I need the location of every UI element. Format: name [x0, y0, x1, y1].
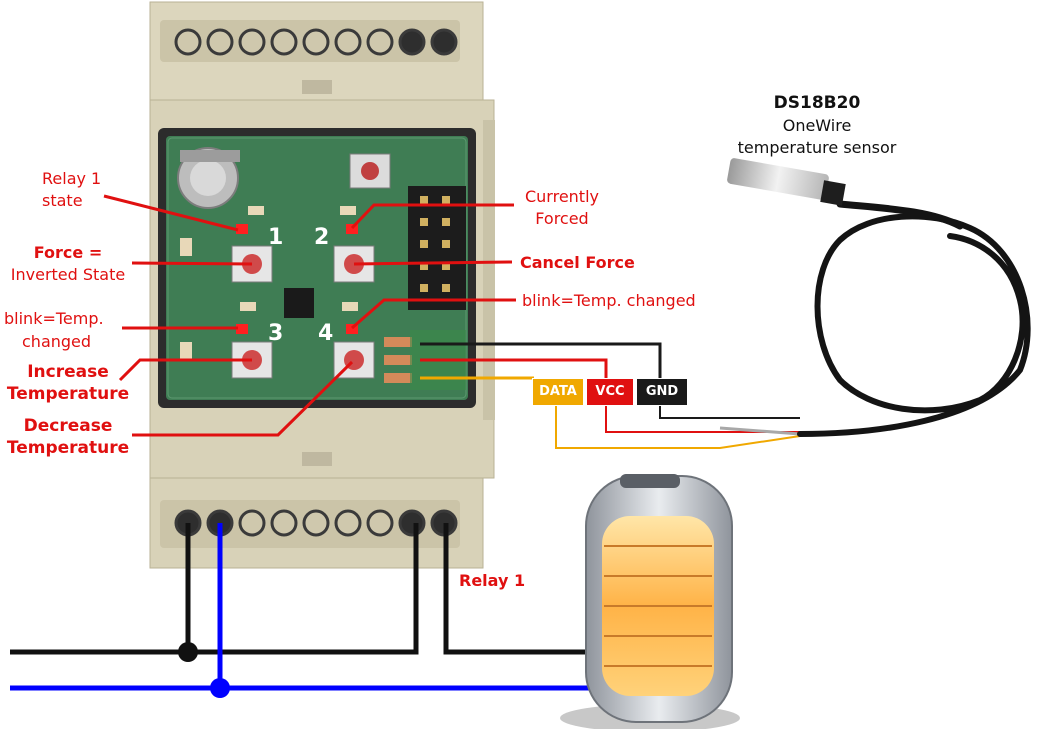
relay1-state-label-1: Relay 1	[42, 169, 102, 188]
sensor-title: DS18B20	[773, 93, 861, 113]
cancel-force-label: Cancel Force	[520, 253, 635, 272]
junction-dot-icon	[178, 642, 198, 662]
heater-icon	[560, 474, 740, 729]
increase-label-2: Temperature	[6, 384, 130, 404]
button-number-3: 3	[268, 321, 284, 346]
relay1-state-label-2: state	[42, 191, 83, 210]
sensor-wiring	[420, 342, 801, 449]
button-number-1: 1	[268, 225, 284, 250]
wire-tag-vcc: VCC	[586, 378, 634, 406]
wire-tag-data: DATA	[532, 378, 584, 406]
junction-dot-icon	[210, 678, 230, 698]
top-screw-terminal-icons	[174, 28, 458, 56]
sensor-subtitle-1: OneWire	[782, 116, 852, 135]
led-icon	[346, 224, 358, 234]
mains-wiring	[10, 523, 600, 691]
decrease-label-2: Temperature	[6, 438, 130, 458]
sensor-subtitle-2: temperature sensor	[737, 138, 897, 157]
blink-left-label-1: blink=Temp.	[4, 309, 104, 328]
button-number-4: 4	[318, 321, 334, 346]
blink-right-label: blink=Temp. changed	[522, 291, 696, 310]
currently-forced-label-2: Forced	[535, 209, 589, 228]
blink-left-label-2: changed	[22, 332, 92, 351]
force-label-2: Inverted State	[10, 265, 126, 284]
button-number-2: 2	[314, 225, 330, 250]
led-icon	[346, 324, 358, 334]
relay1-label: Relay 1	[459, 571, 526, 590]
force-label-1: Force =	[33, 243, 103, 262]
temperature-probe-icon	[727, 158, 1031, 437]
decrease-label-1: Decrease	[23, 416, 113, 436]
increase-label-1: Increase	[27, 362, 109, 382]
callout-lines	[103, 194, 516, 437]
currently-forced-label-1: Currently	[524, 187, 599, 206]
led-icon	[236, 324, 248, 334]
battery-icon	[177, 147, 240, 209]
led-icon	[236, 224, 248, 234]
wire-tag-gnd: GND	[636, 378, 688, 406]
